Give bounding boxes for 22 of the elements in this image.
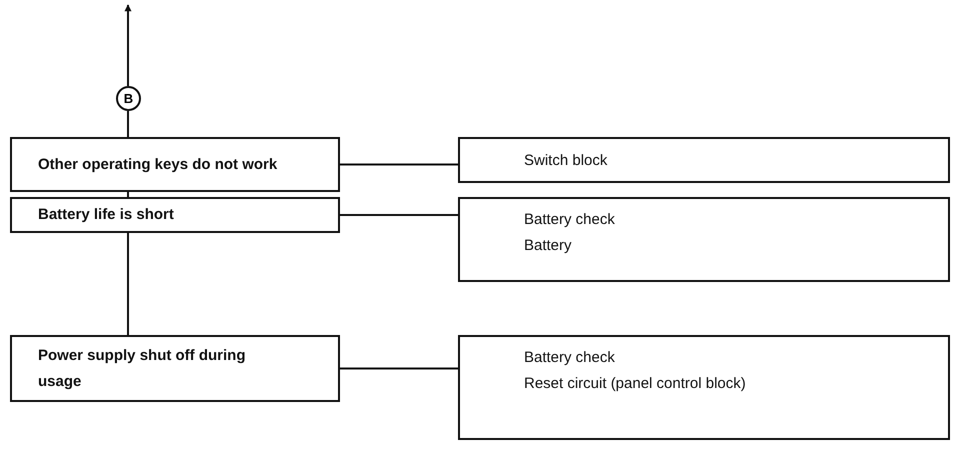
arrow <box>124 4 132 86</box>
connector-line <box>127 192 129 197</box>
connector-line <box>127 233 129 335</box>
symptom-box <box>10 137 340 192</box>
connector-line <box>340 164 458 166</box>
cause-box <box>458 197 950 282</box>
symptom-text: Battery life is short <box>38 205 175 226</box>
cause-box <box>458 335 950 440</box>
symptom-text: Power supply shut off during usage <box>38 346 246 392</box>
cause-text: Battery check <box>524 210 616 230</box>
cause-text: Reset circuit (panel control block) <box>524 374 747 394</box>
symptom-box <box>10 335 340 402</box>
connector-line <box>340 368 458 370</box>
connector-circle: B <box>116 86 141 111</box>
cause-text: Battery check <box>524 348 616 368</box>
connector-line <box>340 214 458 216</box>
symptom-box <box>10 197 340 233</box>
symptom-text: Other operating keys do not work <box>38 154 278 175</box>
connector-line <box>127 111 129 137</box>
cause-text: Switch block <box>524 151 608 172</box>
cause-box <box>458 137 950 183</box>
cause-text: Battery <box>524 236 573 256</box>
